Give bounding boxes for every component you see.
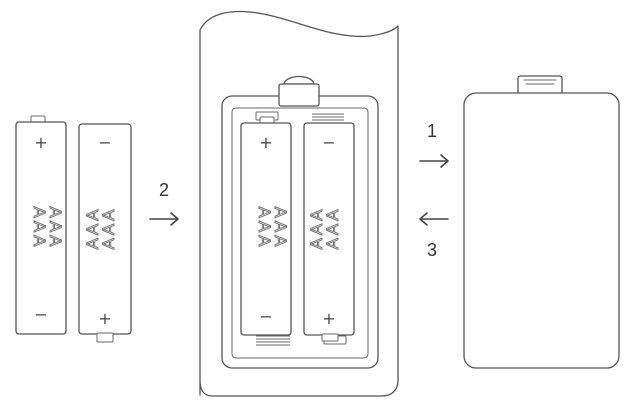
battery-aaa-label: AAA	[83, 206, 102, 249]
battery-aaa-label: AAA	[46, 206, 65, 249]
battery-aaa-label: AAA	[99, 206, 118, 249]
battery-plus-sign: +	[34, 133, 47, 152]
remote-body: + AAA AAA − − AAA AAA +	[199, 10, 399, 397]
battery-plus-sign: +	[322, 309, 335, 328]
battery-left-1: + AAA AAA −	[15, 115, 67, 335]
loose-batteries: + AAA AAA − − AAA AAA +	[15, 115, 132, 343]
step-number-1: 1	[427, 121, 437, 141]
arrow-left-icon	[419, 212, 449, 226]
battery-left-2: − AAA AAA +	[78, 123, 132, 343]
battery-minus-sign: −	[259, 307, 272, 326]
battery-minus-sign: −	[98, 133, 111, 152]
battery-installed-2: − AAA AAA +	[303, 122, 355, 342]
battery-aaa-label: AAA	[323, 206, 342, 249]
battery-aaa-label: AAA	[271, 206, 290, 249]
battery-aaa-label: AAA	[255, 206, 274, 249]
spring-contact-bottom	[256, 335, 290, 346]
battery-minus-sign: −	[34, 305, 47, 324]
step-1-open: 1	[419, 121, 449, 168]
battery-plus-sign: +	[98, 309, 111, 328]
battery-cover	[463, 75, 620, 369]
step-3-close: 3	[419, 212, 449, 260]
battery-aaa-label: AAA	[307, 206, 326, 249]
arrow-right-icon	[149, 212, 179, 226]
step-2-insert: 2	[149, 180, 179, 226]
step-number-3: 3	[427, 240, 437, 260]
battery-plus-sign: +	[259, 133, 272, 152]
spring-contact-top	[312, 113, 344, 124]
battery-minus-sign: −	[322, 133, 335, 152]
arrow-right-icon	[419, 154, 449, 168]
step-number-2: 2	[159, 180, 169, 200]
battery-aaa-label: AAA	[30, 206, 49, 249]
battery-installed-1: + AAA AAA −	[240, 116, 292, 336]
